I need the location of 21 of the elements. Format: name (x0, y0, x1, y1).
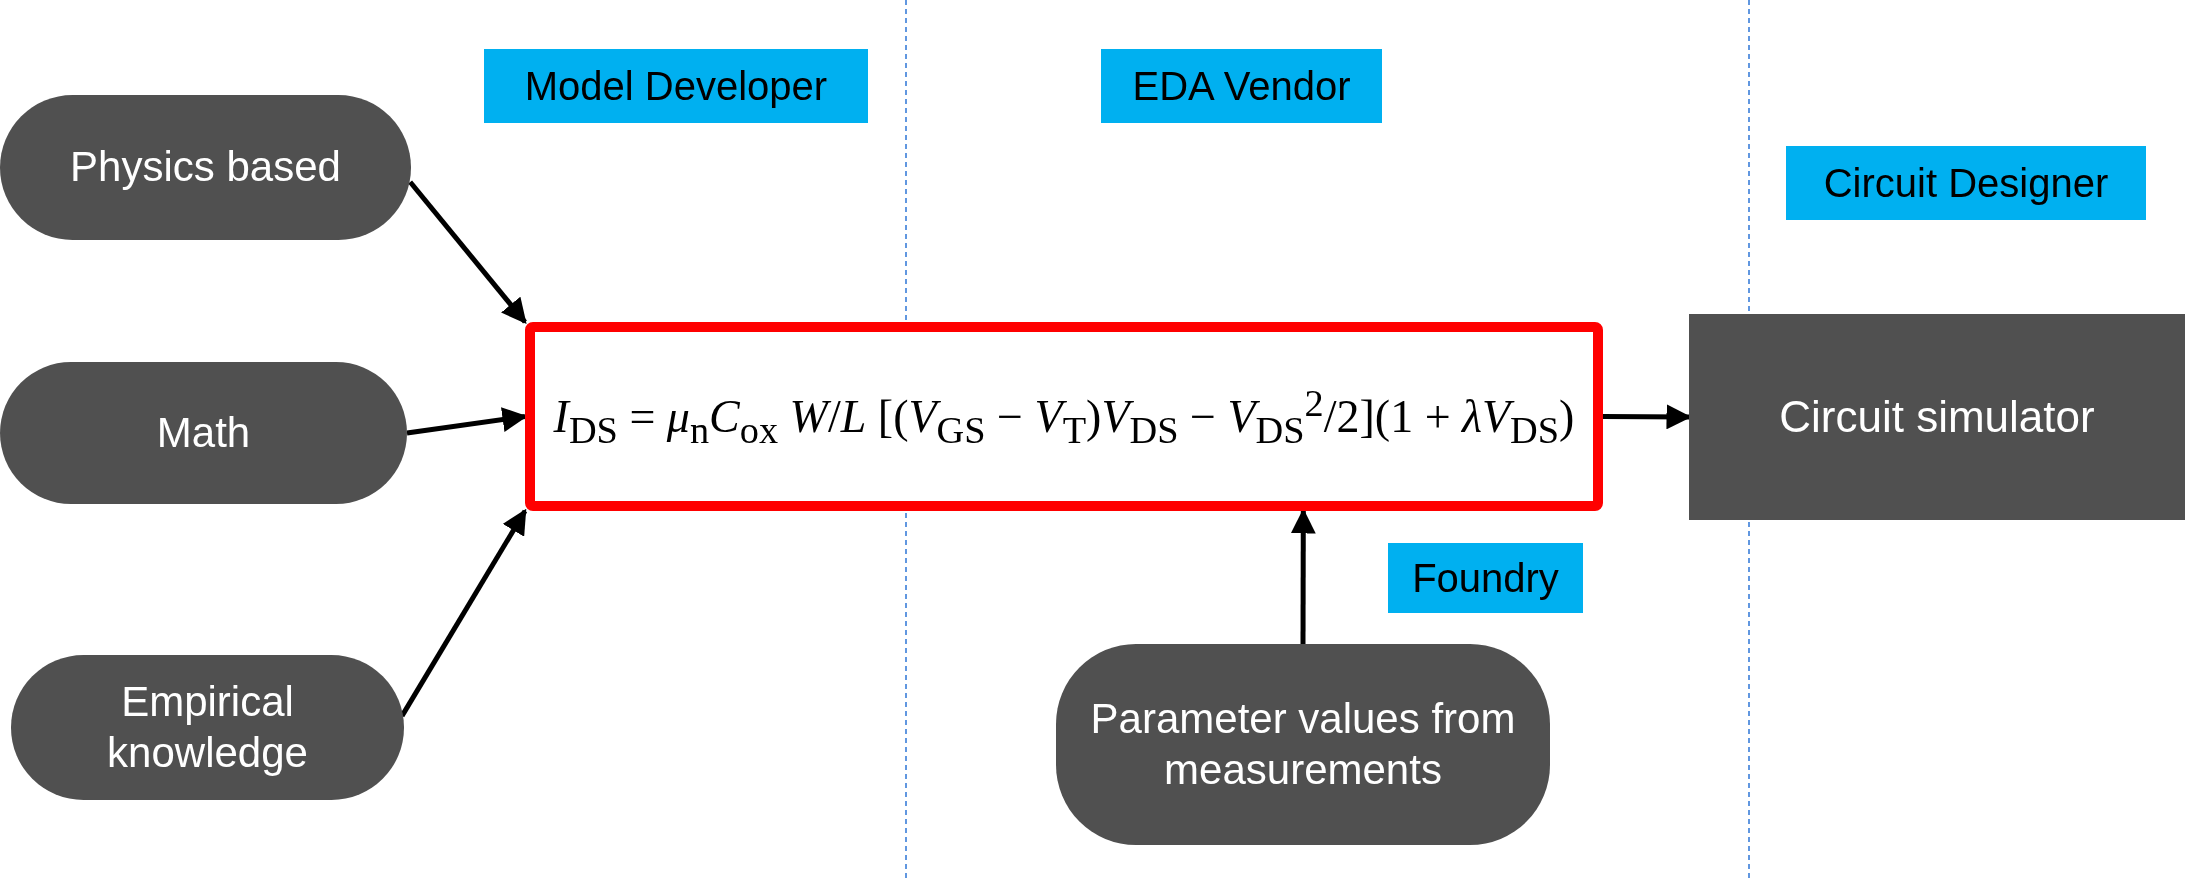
label-text: Parameter values from measurements (1089, 694, 1517, 795)
label-text: Foundry (1412, 555, 1559, 601)
label-text: Physics based (70, 142, 341, 193)
role-label (1101, 49, 1382, 123)
label-text: Circuit simulator (1779, 392, 2095, 442)
role-label (484, 49, 868, 123)
label-text: Empirical knowledge (106, 677, 309, 778)
role-label (1786, 146, 2146, 220)
input-pill (0, 95, 411, 240)
simulator-box (1689, 314, 2185, 520)
label-text: Model Developer (524, 63, 828, 109)
equation-text: I$_{DS}$ = μ$_{n}$C$_{ox}$ W/L [(V$_{GS}$ − V$_{T}$)V$_{DS}$ − V$_{DS}$$^{2}$/2](1 + λV$_{DS}$) (553, 381, 1575, 452)
label-text: Math (156, 407, 251, 458)
label-text: Circuit Designer (1823, 160, 2109, 206)
equation-box (525, 322, 1603, 511)
role-label (1388, 543, 1583, 613)
arrow (399, 508, 528, 718)
arrow (408, 180, 527, 324)
arrow (1290, 508, 1316, 644)
label-text: EDA Vendor (1132, 63, 1351, 109)
input-pill (0, 362, 407, 504)
